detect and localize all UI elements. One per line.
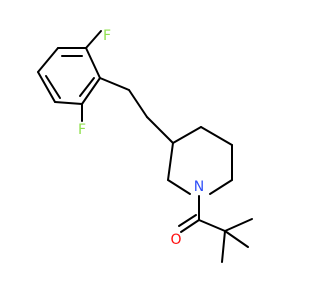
methyl-bond [221, 230, 226, 263]
atom-oxygen: O [170, 232, 181, 248]
ring-double-bond [45, 75, 61, 99]
atom-fluorine-top: F [103, 28, 111, 44]
ring-bond [37, 71, 56, 103]
carbonyl-double-bond [178, 214, 197, 227]
chain-bond [99, 77, 130, 91]
piperidine-bond [167, 142, 174, 181]
ring-bond [37, 47, 59, 73]
piperidine-bond [200, 126, 233, 146]
chain-bond [128, 89, 148, 118]
methyl-bond [224, 230, 249, 248]
ring-double-bond [79, 77, 95, 97]
molecule-structure: F F N O [37, 28, 253, 263]
molecule-canvas: F F N O [37, 28, 253, 263]
methyl-bond [224, 218, 253, 232]
carbonyl-double-bond [180, 219, 200, 233]
ring-bond [54, 101, 83, 105]
ring-bond [85, 47, 101, 79]
c-f-bond-top [85, 30, 102, 49]
piperidine-bond [172, 126, 202, 144]
chain-bond [146, 116, 174, 144]
piperidine-bond [209, 179, 233, 195]
atom-fluorine-bottom: F [78, 122, 86, 138]
bond-lines [37, 30, 253, 263]
carbonyl-tbutyl-bond [198, 219, 226, 232]
piperidine-bond [167, 179, 191, 195]
ring-bond [81, 77, 101, 105]
atom-nitrogen: N [194, 179, 204, 195]
